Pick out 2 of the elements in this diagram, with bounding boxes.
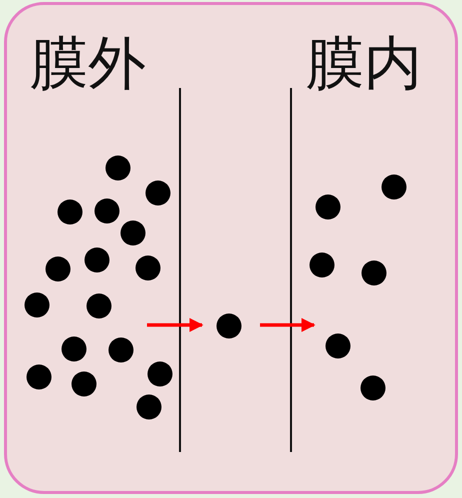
region-label: 膜外 <box>30 30 146 96</box>
region-label: 膜内 <box>306 30 422 96</box>
